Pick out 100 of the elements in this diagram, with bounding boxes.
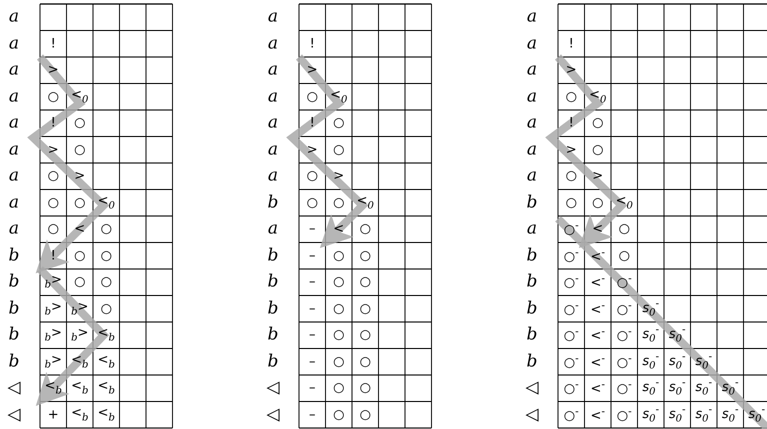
cell-symbol: <$_{b}$ bbox=[71, 406, 88, 424]
cell-symbol: ○ bbox=[306, 90, 318, 104]
cell-symbol: ○$^{-}$ bbox=[564, 222, 579, 237]
cell-symbol: – bbox=[309, 302, 316, 316]
row-label: b bbox=[526, 353, 538, 370]
row-label: a bbox=[268, 114, 278, 132]
cell-symbol: <$_{b}$ bbox=[98, 326, 115, 344]
row-label: b bbox=[8, 247, 20, 264]
cell-symbol: ○ bbox=[333, 408, 344, 422]
cell-symbol: ○ bbox=[566, 196, 577, 210]
cell-symbol: ○ bbox=[360, 276, 371, 289]
cell-symbol: ○ bbox=[306, 196, 318, 210]
cell-symbol: ○$^{-}$ bbox=[616, 328, 632, 343]
cell-symbol: <$_{0}$ bbox=[98, 194, 115, 212]
cell-symbol: ○$^{-}$ bbox=[564, 354, 579, 370]
cell-symbol: > bbox=[48, 64, 59, 77]
cell-symbol: ○ bbox=[360, 355, 371, 368]
cell-symbol: ○ bbox=[360, 222, 371, 236]
cell-symbol: ○ bbox=[360, 302, 371, 316]
cell-symbol: ○$^{-}$ bbox=[616, 380, 632, 396]
cell-symbol: ○ bbox=[306, 170, 318, 183]
cell-symbol: > bbox=[592, 170, 604, 183]
row-label: ◁ bbox=[525, 380, 539, 397]
cell-symbol: ○ bbox=[333, 382, 344, 395]
cell-symbol: < bbox=[333, 222, 344, 236]
cell-symbol: ○ bbox=[360, 382, 371, 395]
row-label: a bbox=[8, 114, 20, 132]
cell-symbol: ○ bbox=[48, 222, 59, 236]
cell-symbol: ! bbox=[310, 116, 315, 130]
cell-symbol: ○ bbox=[592, 196, 604, 210]
cell-symbol: <$_{b}$ bbox=[71, 353, 88, 370]
cell-symbol: ○ bbox=[333, 328, 344, 342]
cell-symbol: $_{b}$> bbox=[44, 353, 62, 370]
cell-symbol: > bbox=[306, 143, 318, 156]
cell-symbol: $_{b}$> bbox=[44, 274, 62, 291]
row-label: a bbox=[8, 141, 20, 158]
cell-symbol: ! bbox=[50, 249, 56, 262]
cell-symbol: ○ bbox=[48, 90, 59, 104]
row-label: a bbox=[8, 220, 20, 238]
row-label: ◁ bbox=[266, 380, 280, 397]
cell-symbol: <$_{b}$ bbox=[98, 353, 115, 370]
row-label: b bbox=[526, 326, 538, 344]
cell-symbol: ○ bbox=[592, 143, 604, 156]
row-label: a bbox=[8, 35, 20, 52]
row-label: b bbox=[526, 247, 538, 264]
cell-symbol: ○ bbox=[566, 90, 577, 104]
row-label: a bbox=[526, 168, 538, 185]
cell-symbol: > bbox=[74, 170, 86, 183]
row-label: a bbox=[268, 62, 278, 79]
row-label: b bbox=[268, 326, 278, 344]
cell-symbol: ○ bbox=[360, 408, 371, 422]
cell-symbol: ! bbox=[568, 37, 574, 50]
cell-symbol: ○ bbox=[333, 143, 344, 156]
cell-symbol: ○$^{-}$ bbox=[564, 301, 579, 316]
cell-symbol: <$_{b}$ bbox=[44, 380, 62, 397]
cell-symbol: < bbox=[74, 222, 86, 236]
cell-symbol: <$_{0}$ bbox=[356, 194, 374, 212]
row-label: b bbox=[268, 353, 278, 370]
cell-symbol: – bbox=[309, 355, 316, 368]
row-label: a bbox=[8, 62, 20, 79]
cell-symbol: – bbox=[309, 408, 316, 422]
cell-symbol: ○$^{-}$ bbox=[564, 380, 579, 396]
cell-symbol: <$_{b}$ bbox=[71, 380, 88, 397]
cell-symbol: <$^{-}$ bbox=[590, 354, 605, 370]
cell-symbol: ○ bbox=[592, 116, 604, 130]
row-label: a bbox=[526, 141, 538, 158]
cell-symbol: ○ bbox=[333, 355, 344, 368]
cell-symbol: <$^{-}$ bbox=[590, 380, 605, 396]
row-label: b bbox=[526, 300, 538, 318]
row-label: a bbox=[8, 194, 20, 212]
row-label: ◁ bbox=[7, 406, 21, 424]
cell-symbol: – bbox=[309, 222, 316, 236]
row-label: a bbox=[268, 35, 278, 52]
row-label: a bbox=[526, 8, 538, 26]
cell-symbol: ○ bbox=[333, 249, 344, 262]
cell-symbol: > bbox=[48, 143, 59, 156]
row-label: a bbox=[526, 35, 538, 52]
cell-symbol: ○ bbox=[74, 116, 86, 130]
cell-symbol: + bbox=[48, 408, 59, 422]
cell-symbol: ○ bbox=[100, 276, 112, 289]
row-label: ◁ bbox=[266, 406, 280, 424]
cell-symbol: ○ bbox=[74, 249, 86, 262]
row-label: b bbox=[268, 274, 278, 291]
cell-symbol: ○ bbox=[74, 196, 86, 210]
cell-symbol: ○$^{-}$ bbox=[564, 328, 579, 343]
cell-symbol: ○$^{-}$ bbox=[564, 248, 579, 264]
cell-symbol: ○$^{-}$ bbox=[616, 301, 632, 316]
row-label: a bbox=[8, 88, 20, 106]
cell-symbol: ○ bbox=[333, 116, 344, 130]
cell-symbol: <$_{0}$ bbox=[616, 194, 633, 212]
cell-symbol: ○$^{-}$ bbox=[564, 274, 579, 290]
row-label: b bbox=[268, 194, 278, 212]
cell-symbol: < bbox=[592, 222, 604, 236]
cell-symbol: – bbox=[309, 382, 316, 395]
cell-symbol: <$^{-}$ bbox=[590, 248, 605, 264]
cell-symbol: ! bbox=[50, 37, 56, 50]
cell-symbol: <$^{-}$ bbox=[590, 301, 605, 316]
cell-symbol: $_{b}$> bbox=[71, 326, 88, 344]
cell-symbol: ○ bbox=[333, 302, 344, 316]
row-label: a bbox=[268, 141, 278, 158]
